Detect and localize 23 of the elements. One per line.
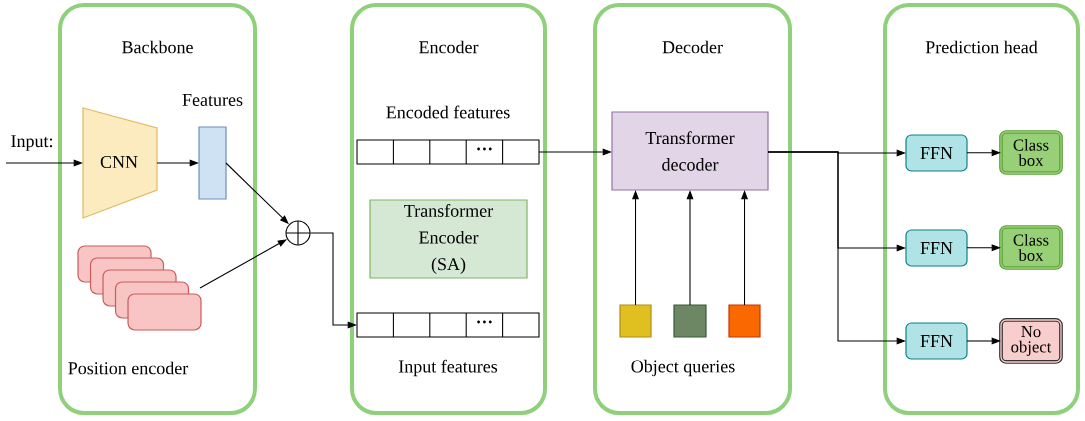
ffn-box: FFN <box>905 229 968 267</box>
sum-circle <box>285 220 311 246</box>
node-label: Position encoder <box>68 361 189 375</box>
caption-text: Object queries <box>631 359 735 377</box>
output-box: Class box <box>999 130 1063 175</box>
output-box: Class box <box>999 225 1063 270</box>
node-label: Input features <box>398 359 498 377</box>
node-label: Features <box>182 94 243 106</box>
feature-bar: Features <box>182 94 243 200</box>
cnn-trapezoid: CNN <box>82 107 158 219</box>
ffn-box: FFN <box>905 134 968 172</box>
token-row: … Input features <box>356 312 540 377</box>
process-box: Transformer Encoder (SA) <box>369 199 528 279</box>
process-box: Transformer decoder <box>611 111 769 191</box>
query-square <box>673 304 707 338</box>
output-box: No object <box>999 318 1063 364</box>
query-square <box>728 304 761 338</box>
position-encoding-stack: Position encoder <box>68 245 202 375</box>
token-row: … Encoded features <box>356 105 540 165</box>
node-label: Encoded features <box>386 105 510 119</box>
input-label: Input: <box>11 135 53 151</box>
query-square <box>619 304 652 338</box>
ffn-box: FFN <box>905 322 968 360</box>
